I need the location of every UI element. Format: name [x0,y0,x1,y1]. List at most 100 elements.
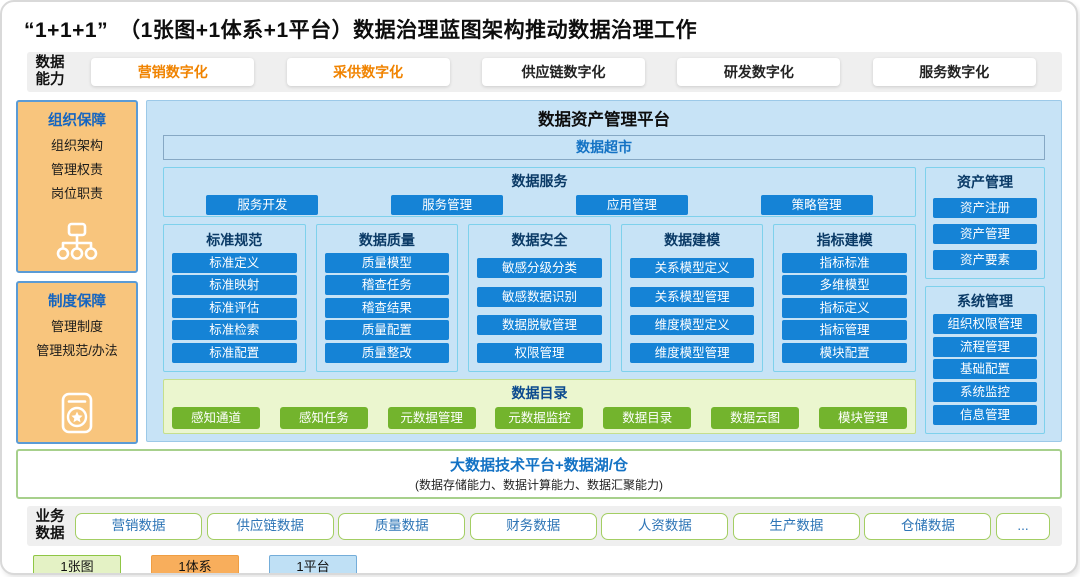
org-chart-icon [53,222,101,271]
system-button[interactable]: 系统监控 [933,382,1037,402]
pillar-title: 指标建模 [782,230,907,250]
pillar-security: 数据安全 敏感分级分类 敏感数据识别 数据脱敏管理 权限管理 [468,224,611,372]
asset-button[interactable]: 资产注册 [933,198,1037,218]
platform-right-column: 资产管理 资产注册 资产管理 资产要素 系统管理 组织权限管理 流程管理 基础配… [925,167,1045,434]
asset-button[interactable]: 资产要素 [933,250,1037,270]
policy-item: 管理规范/办法 [36,339,118,363]
organization-guarantee-title: 组织保障 [48,109,106,130]
business-button[interactable]: 仓储数据 [864,513,991,540]
legend-one-platform: 1平台 [269,555,357,575]
pillar-button[interactable]: 权限管理 [477,343,602,363]
system-management-title: 系统管理 [933,291,1037,311]
pillar-button[interactable]: 数据脱敏管理 [477,315,602,335]
capability-button-supplychain[interactable]: 供应链数字化 [482,58,645,86]
pillar-button[interactable]: 质量模型 [325,253,450,273]
bigdata-platform-bar: 大数据技术平台+数据湖/仓 (数据存储能力、数据计算能力、数据汇聚能力) [16,449,1062,499]
policy-mgmt-button[interactable]: 策略管理 [761,195,873,215]
data-catalog-box: 数据目录 感知通道 感知任务 元数据管理 元数据监控 数据目录 数据云图 模块管… [163,379,916,434]
catalog-button[interactable]: 数据目录 [603,407,691,429]
catalog-button[interactable]: 模块管理 [819,407,907,429]
legend-one-map: 1张图 [33,555,121,575]
capability-row: 数据能力 营销数字化 采供数字化 供应链数字化 研发数字化 服务数字化 [27,52,1062,92]
pillar-button[interactable]: 敏感数据识别 [477,287,602,307]
capability-row-label: 数据能力 [33,55,67,88]
pillar-quality: 数据质量 质量模型 稽查任务 稽查结果 质量配置 质量整改 [316,224,459,372]
system-button[interactable]: 组织权限管理 [933,314,1037,334]
pillar-title: 数据质量 [325,230,450,250]
bigdata-platform-title: 大数据技术平台+数据湖/仓 [18,454,1060,475]
catalog-button[interactable]: 元数据监控 [495,407,583,429]
pillar-title: 标准规范 [172,230,297,250]
pillar-button[interactable]: 标准评估 [172,298,297,318]
catalog-button[interactable]: 元数据管理 [388,407,476,429]
pillar-button[interactable]: 指标管理 [782,320,907,340]
pillar-button[interactable]: 敏感分级分类 [477,258,602,278]
catalog-button[interactable]: 感知任务 [280,407,368,429]
capability-button-service[interactable]: 服务数字化 [873,58,1036,86]
pillar-button[interactable]: 稽查任务 [325,275,450,295]
data-service-box: 数据服务 服务开发 服务管理 应用管理 策略管理 [163,167,916,217]
sidebar: 组织保障 组织架构 管理权责 岗位职责 制度保障 管理制度 管理规 [16,100,138,442]
platform-content: 数据服务 服务开发 服务管理 应用管理 策略管理 标准规范 标准定义 标准映射 [163,167,1045,434]
business-data-buttons: 营销数据 供应链数据 质量数据 财务数据 人资数据 生产数据 仓储数据 ... [75,513,1052,540]
pillar-button[interactable]: 维度模型管理 [630,343,755,363]
org-item: 岗位职责 [51,182,103,206]
pillar-button[interactable]: 指标标准 [782,253,907,273]
data-service-buttons: 服务开发 服务管理 应用管理 策略管理 [170,195,909,215]
bigdata-platform-subtitle: (数据存储能力、数据计算能力、数据汇聚能力) [18,476,1060,493]
pillar-button[interactable]: 指标定义 [782,298,907,318]
pillar-button[interactable]: 标准配置 [172,343,297,363]
service-dev-button[interactable]: 服务开发 [206,195,318,215]
business-button[interactable]: 生产数据 [733,513,860,540]
business-button[interactable]: 人资数据 [601,513,728,540]
main-layout: 组织保障 组织架构 管理权责 岗位职责 制度保障 管理制度 管理规 [16,100,1062,442]
org-item: 管理权责 [51,158,103,182]
business-button[interactable]: 营销数据 [75,513,202,540]
data-catalog-buttons: 感知通道 感知任务 元数据管理 元数据监控 数据目录 数据云图 模块管理 [172,407,907,429]
data-market-bar[interactable]: 数据超市 [163,135,1045,160]
pillar-title: 数据建模 [630,230,755,250]
capability-buttons: 营销数字化 采供数字化 供应链数字化 研发数字化 服务数字化 [75,58,1052,86]
pillar-button[interactable]: 标准检索 [172,320,297,340]
pillar-button[interactable]: 模块配置 [782,343,907,363]
pillar-button[interactable]: 质量整改 [325,343,450,363]
catalog-button[interactable]: 感知通道 [172,407,260,429]
policy-guarantee-box: 制度保障 管理制度 管理规范/办法 [16,281,138,444]
capability-button-procurement[interactable]: 采供数字化 [287,58,450,86]
business-data-row: 业务数据 营销数据 供应链数据 质量数据 财务数据 人资数据 生产数据 仓储数据… [27,506,1062,546]
asset-management-box: 资产管理 资产注册 资产管理 资产要素 [925,167,1045,279]
platform-left-column: 数据服务 服务开发 服务管理 应用管理 策略管理 标准规范 标准定义 标准映射 [163,167,916,434]
organization-guarantee-box: 组织保障 组织架构 管理权责 岗位职责 [16,100,138,273]
pillar-button[interactable]: 维度模型定义 [630,315,755,335]
system-management-box: 系统管理 组织权限管理 流程管理 基础配置 系统监控 信息管理 [925,286,1045,434]
system-button[interactable]: 流程管理 [933,337,1037,357]
pillar-modeling: 数据建模 关系模型定义 关系模型管理 维度模型定义 维度模型管理 [621,224,764,372]
capability-button-marketing[interactable]: 营销数字化 [91,58,254,86]
pillar-button[interactable]: 标准映射 [172,275,297,295]
business-button[interactable]: 供应链数据 [207,513,334,540]
asset-management-title: 资产管理 [933,172,1037,192]
catalog-button[interactable]: 数据云图 [711,407,799,429]
data-catalog-title: 数据目录 [172,383,907,403]
asset-button[interactable]: 资产管理 [933,224,1037,244]
business-data-label: 业务数据 [33,509,67,542]
business-button[interactable]: 财务数据 [470,513,597,540]
pillar-title: 数据安全 [477,230,602,250]
pillar-standards: 标准规范 标准定义 标准映射 标准评估 标准检索 标准配置 [163,224,306,372]
legend-one-system: 1体系 [151,555,239,575]
pillar-button[interactable]: 标准定义 [172,253,297,273]
app-mgmt-button[interactable]: 应用管理 [576,195,688,215]
capability-button-rnd[interactable]: 研发数字化 [677,58,840,86]
pillar-button[interactable]: 关系模型管理 [630,287,755,307]
pillar-button[interactable]: 稽查结果 [325,298,450,318]
system-button[interactable]: 信息管理 [933,405,1037,425]
service-mgmt-button[interactable]: 服务管理 [391,195,503,215]
pillar-button[interactable]: 关系模型定义 [630,258,755,278]
business-button[interactable]: 质量数据 [338,513,465,540]
system-button[interactable]: 基础配置 [933,359,1037,379]
pillar-button[interactable]: 质量配置 [325,320,450,340]
business-more-button[interactable]: ... [996,513,1050,540]
data-asset-platform-panel: 数据资产管理平台 数据超市 数据服务 服务开发 服务管理 应用管理 策略管理 [146,100,1062,442]
pillar-button[interactable]: 多维模型 [782,275,907,295]
